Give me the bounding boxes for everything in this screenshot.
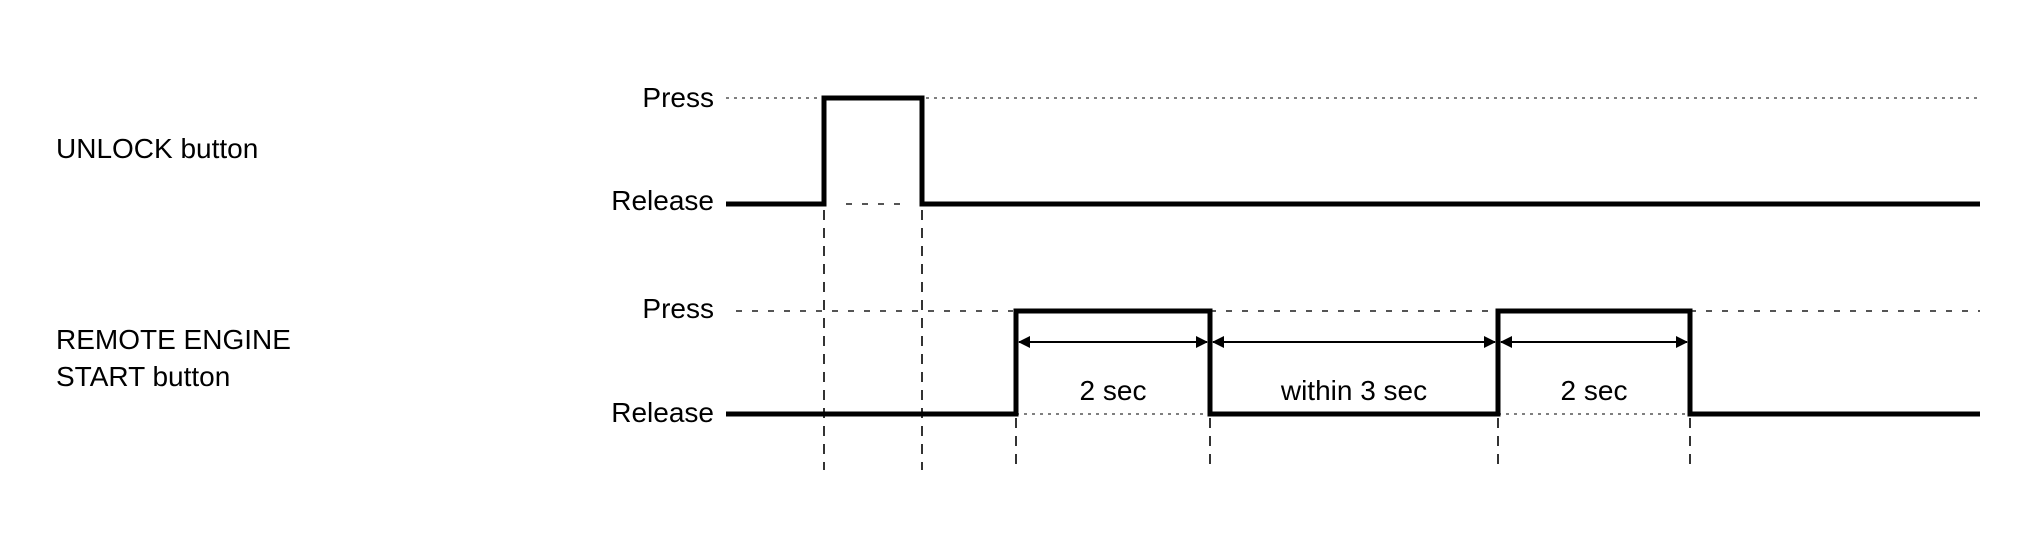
remote-engine-start-waveform: [726, 308, 1980, 417]
unlock-button-waveform: [726, 95, 1980, 207]
interval-label-1: 2 sec: [1080, 375, 1147, 406]
remote-engine-start-signal-name-line-2: START button: [56, 361, 230, 392]
remote-engine-start-signal-name-line-1: REMOTE ENGINE: [56, 324, 291, 355]
remote-start-press-level-label: Press: [642, 293, 714, 324]
remote-start-release-level-label: Release: [611, 397, 714, 428]
unlock-button-signal-name: UNLOCK button: [56, 133, 258, 164]
interval-label-3: 2 sec: [1561, 375, 1628, 406]
interval-label-2: within 3 sec: [1280, 375, 1427, 406]
unlock-press-level-label: Press: [642, 82, 714, 113]
unlock-release-level-label: Release: [611, 185, 714, 216]
